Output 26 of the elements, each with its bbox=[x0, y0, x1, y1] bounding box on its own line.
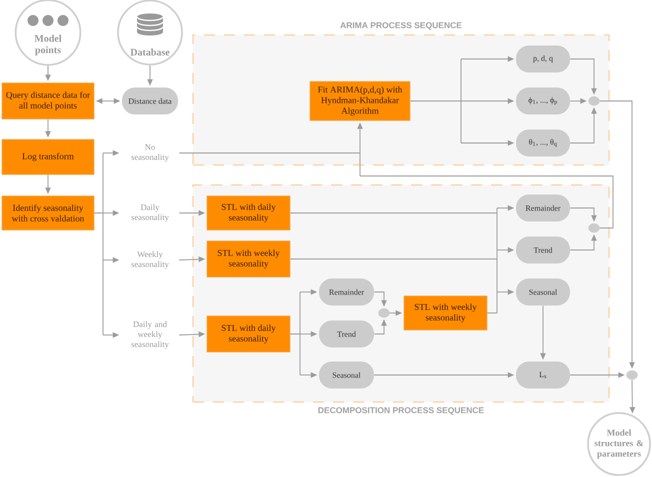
panel-title: ARIMA PROCESS SEQUENCE bbox=[340, 22, 462, 30]
process-box: Log transform bbox=[2, 139, 94, 175]
process-box: Identify seasonality with cross valdation bbox=[2, 196, 94, 230]
process-box: Fit ARIMA(p,d,q) with Hyndman-Khandakar Algorithm bbox=[310, 81, 410, 121]
branch-label: Weekly seasonality bbox=[131, 251, 169, 269]
panel-title: DECOMPOSITION PROCESS SEQUENCE bbox=[318, 407, 484, 415]
process-box: STL with daily seasonality bbox=[206, 196, 290, 230]
data-pill: Trend bbox=[516, 236, 570, 264]
data-pill: θ$_{1}$, ..., θ$_{q}$ bbox=[516, 130, 570, 156]
branch-label: Daily seasonality bbox=[131, 204, 169, 222]
process-box: STL with weekly seasonality bbox=[206, 240, 290, 278]
data-pill: Remainder bbox=[516, 194, 570, 222]
data-pill: ϕ$_{1}$, ..., ϕ$_{p}$ bbox=[516, 88, 570, 114]
process-box: STL with weekly seasonality bbox=[404, 296, 488, 330]
process-box: STL with daily seasonality bbox=[206, 316, 290, 352]
data-pill: Seasonal bbox=[516, 278, 570, 306]
data-pill: Distance data bbox=[122, 88, 178, 114]
merge-dot bbox=[588, 223, 600, 233]
branch-label: Daily and weekly seasonality bbox=[131, 321, 169, 349]
data-pill: L$_{s}$ bbox=[516, 362, 570, 388]
merge-dot bbox=[588, 96, 600, 106]
merge-dot bbox=[626, 370, 638, 380]
branch-label: No seasonality bbox=[131, 144, 169, 162]
data-pill: p, d, q bbox=[516, 46, 570, 72]
merge-dot bbox=[378, 308, 390, 318]
process-box: Query distance data for all model points bbox=[2, 82, 94, 120]
